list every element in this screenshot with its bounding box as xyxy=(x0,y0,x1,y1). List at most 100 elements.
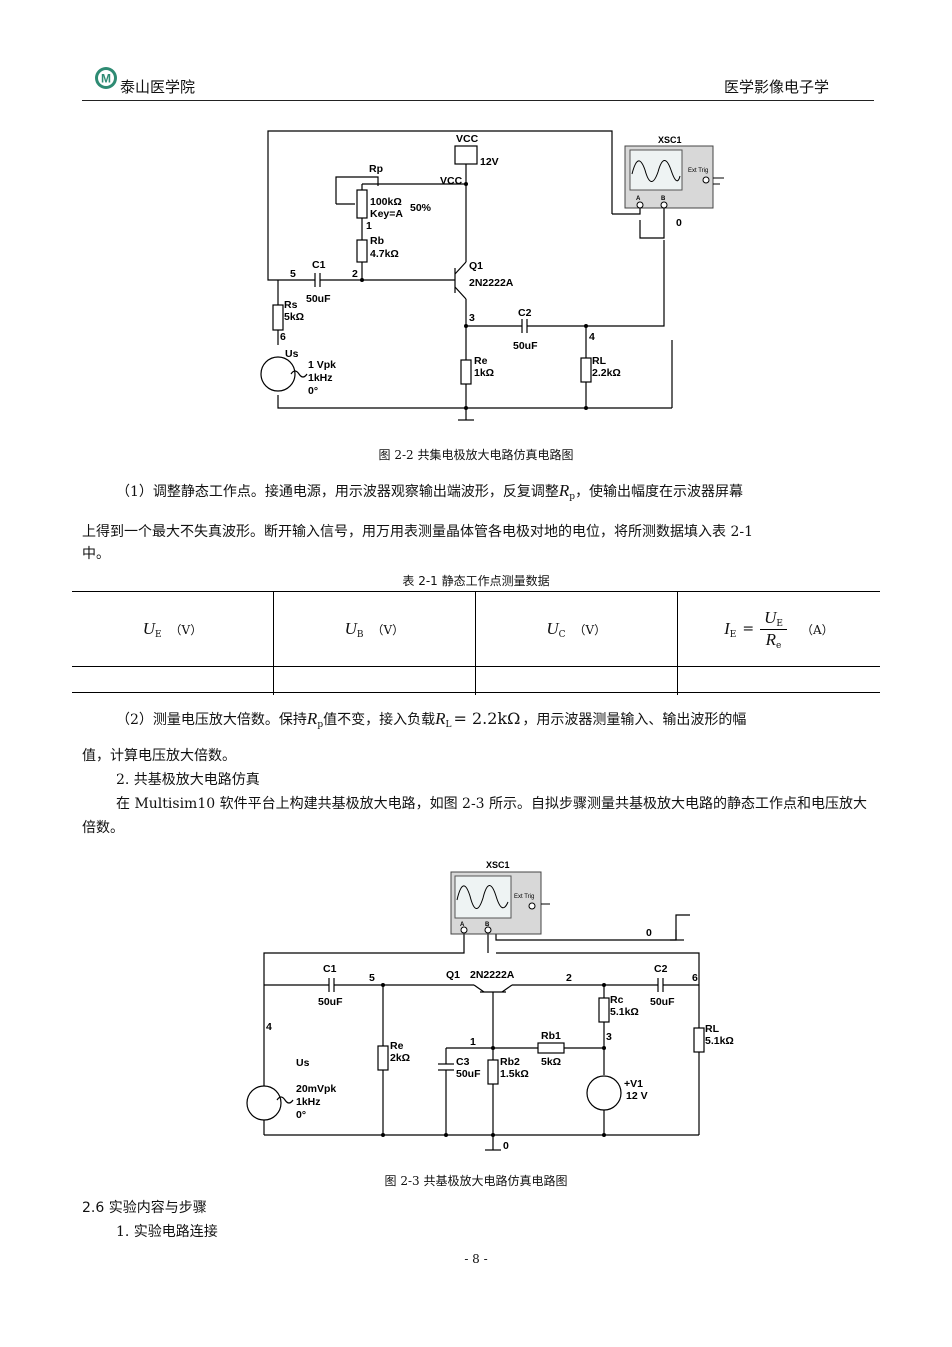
circuit-label-xsc: XSC1 xyxy=(486,860,510,870)
oscilloscope-xsc1-b xyxy=(450,871,550,935)
section-2-6-item-1: 1. 实验电路连接 xyxy=(116,1224,218,1240)
rp-symbol-2: R xyxy=(306,709,318,728)
table-cell-text: R xyxy=(765,629,777,649)
col-ub: UB（V） xyxy=(272,592,476,667)
rp-subscript-2: p xyxy=(317,720,324,730)
circuit-label-rb1: Rb1 xyxy=(541,1030,561,1042)
circuit-label-rp-key: Key=A xyxy=(370,208,403,220)
step-1-line-1: （1）调整静态工作点。接通电源，用示波器观察输出端波形，反复调整Rp，使输出幅度… xyxy=(82,477,874,511)
table-2-1-title: 表 2-1 静态工作点测量数据 xyxy=(402,574,550,588)
rp-symbol: R xyxy=(558,481,570,500)
section-2-heading: 2. 共基极放大电路仿真 xyxy=(116,772,260,788)
circuit-label-re-val: 1kΩ xyxy=(474,367,494,379)
circuit-label-c1: C1 xyxy=(323,963,337,975)
circuit-label-q1: Q1 xyxy=(446,969,460,981)
circuit-label-n5: 5 xyxy=(290,268,296,280)
circuit-label-c2-val: 50uF xyxy=(513,340,538,352)
circuit-label-us: Us xyxy=(285,348,299,360)
table-cell-text: U xyxy=(546,618,559,638)
circuit-label-c2: C2 xyxy=(518,307,532,319)
circuit-label-c1: C1 xyxy=(312,259,326,271)
header-rule xyxy=(82,100,874,101)
circuit-label-re: Re xyxy=(390,1040,404,1052)
section-2-text: 在 Multisim10 软件平台上构建共基极放大电路，如图 2-3 所示。自拟… xyxy=(82,796,868,836)
rl-subscript: L xyxy=(445,720,452,730)
step-2-text-a: （2）测量电压放大倍数。保持 xyxy=(116,712,307,728)
logo-emblem-icon: M xyxy=(95,67,117,89)
circuit-label-vcc-top: VCC xyxy=(456,133,479,145)
circuit-label-rp-pct: 50% xyxy=(410,202,432,214)
circuit-label-c3-val: 50uF xyxy=(456,1068,481,1080)
table-cell-text: E xyxy=(729,629,737,640)
circuit-label-rl: RL xyxy=(705,1023,720,1035)
table-cell-text: U xyxy=(344,618,357,638)
step-2-line-2: 值，计算电压放大倍数。 xyxy=(82,748,236,764)
rp-subscript: p xyxy=(569,492,576,502)
circuit-label-q1-part: 2N2222A xyxy=(470,969,515,981)
step-2-text-b: 值不变，接入负载 xyxy=(323,712,436,728)
rl-value: = 2.2kΩ xyxy=(453,709,521,728)
figure-2-3-caption: 图 2-3 共基极放大电路仿真电路图 xyxy=(384,1174,568,1188)
circuit-label-vcc2: VCC xyxy=(440,175,463,187)
circuit-label-us-f: 1kHz xyxy=(308,372,333,384)
circuit-label-re: Re xyxy=(474,355,488,367)
circuit-label-xsc: XSC1 xyxy=(658,135,682,145)
table-top-rule xyxy=(72,591,880,592)
circuit-label-rb: Rb xyxy=(370,235,384,247)
circuit-label-pa: A xyxy=(460,922,465,928)
circuit-label-ext: Ext Trig xyxy=(514,894,534,900)
header-school-name: 泰山医学院 xyxy=(120,78,196,96)
table-cell-text: （V） xyxy=(573,622,607,637)
circuit-label-pa: A xyxy=(636,196,641,202)
circuit-label-rl-val: 2.2kΩ xyxy=(592,367,621,379)
circuit-label-c1-val: 50uF xyxy=(306,293,331,305)
cell-ub-value xyxy=(272,666,476,695)
circuit-label-re-val: 2kΩ xyxy=(390,1052,410,1064)
step-2-line-1: （2）测量电压放大倍数。保持Rp值不变，接入负载RL= 2.2kΩ，用示波器测量… xyxy=(82,705,874,739)
step-1-text-b: ，使输出幅度在示波器屏幕 xyxy=(575,484,744,500)
table-cell-text: e xyxy=(776,640,782,651)
circuit-label-n4: 4 xyxy=(266,1021,272,1033)
circuit-label-pb: B xyxy=(485,922,490,928)
circuit-label-n2: 2 xyxy=(566,972,572,984)
circuit-label-us-ph: 0° xyxy=(308,385,318,397)
cell-ue-value xyxy=(72,666,274,695)
col-ue: UE（V） xyxy=(72,592,273,667)
page-number: - 8 - xyxy=(464,1252,488,1266)
table-cell-text: （V） xyxy=(371,622,405,637)
circuit-label-us-amp: 1 Vpk xyxy=(308,359,336,371)
circuit-label-n0b: 0 xyxy=(503,1140,509,1152)
circuit-label-n6: 6 xyxy=(280,331,286,343)
circuit-label-rl: RL xyxy=(592,355,607,367)
step-1-line-2: 上得到一个最大不失真波形。断开输入信号，用万用表测量晶体管各电极对地的电位，将所… xyxy=(82,524,753,540)
table-cell-text: U xyxy=(142,618,155,638)
oscilloscope-xsc1 xyxy=(624,145,724,209)
circuit-label-rc: Rc xyxy=(610,994,624,1006)
table-cell-text: C xyxy=(558,629,566,640)
circuit-label-rb-val: 4.7kΩ xyxy=(370,248,399,260)
circuit-label-n0: 0 xyxy=(646,927,652,939)
circuit-label-us-ph: 0° xyxy=(296,1109,306,1121)
table-cell-text: E xyxy=(154,629,162,640)
table-cell-text: U xyxy=(764,607,777,627)
circuit-label-n2: 2 xyxy=(352,268,358,280)
circuit-label-c1-val: 50uF xyxy=(318,996,343,1008)
circuit-label-v12: 12V xyxy=(480,156,499,168)
circuit-label-n3: 3 xyxy=(606,1031,612,1043)
circuit-label-n3: 3 xyxy=(469,312,475,324)
step-2-text-c: ，用示波器测量输入、输出波形的幅 xyxy=(522,712,747,728)
circuit-label-rp: Rp xyxy=(369,163,383,175)
circuit-label-us-f: 1kHz xyxy=(296,1096,321,1108)
figure-2-2-caption: 图 2-2 共集电极放大电路仿真电路图 xyxy=(378,448,574,462)
circuit-label-rs-val: 5kΩ xyxy=(284,311,304,323)
circuit-label-n6: 6 xyxy=(692,972,698,984)
circuit-label-v1-val: 12 V xyxy=(626,1090,648,1102)
circuit-label-rb1-val: 5kΩ xyxy=(541,1056,561,1068)
circuit-label-c3: C3 xyxy=(456,1056,470,1068)
circuit-label-rb2: Rb2 xyxy=(500,1056,520,1068)
circuit-label-v1: +V1 xyxy=(624,1078,643,1090)
circuit-label-n1: 1 xyxy=(366,220,372,232)
table-cell-text: （A） xyxy=(800,622,834,637)
table-cell-text: E xyxy=(776,618,783,629)
logo-letter: M xyxy=(101,72,111,86)
